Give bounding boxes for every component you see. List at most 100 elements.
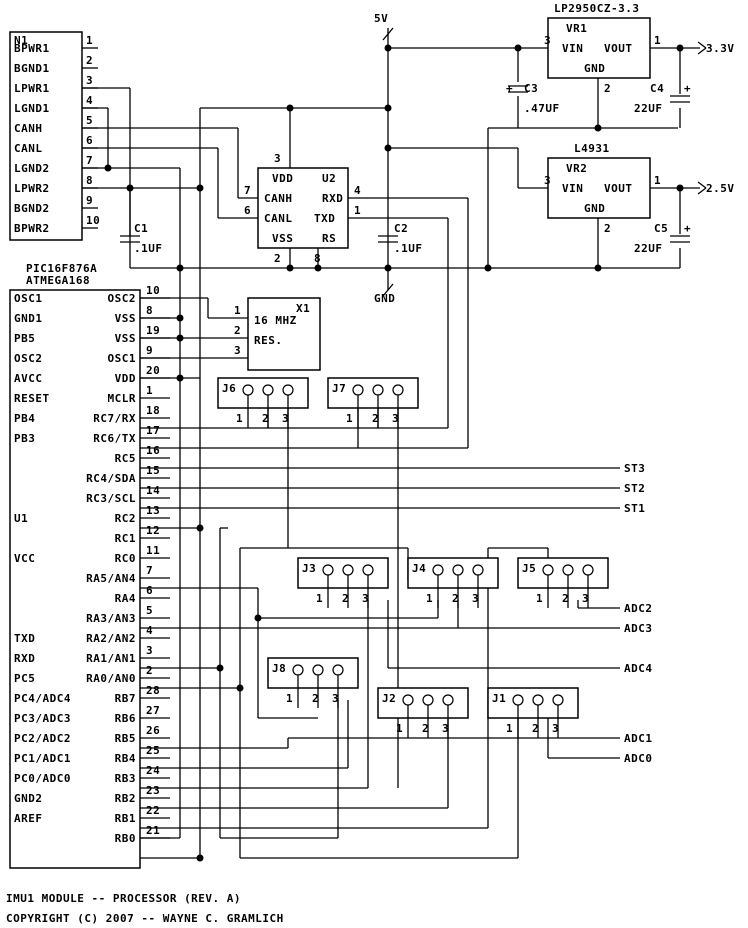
power-33v-label: 3.3V <box>706 42 735 55</box>
jumper-pin-pad <box>452 564 464 576</box>
u1-left-label: GND1 <box>14 312 43 325</box>
c3-ref: C3 <box>524 82 538 95</box>
u1-left-label: PB4 <box>14 412 35 425</box>
jumper-pin-number: 3 <box>332 692 339 705</box>
u1-pin-number: 5 <box>146 604 153 617</box>
n1-label: BGND1 <box>14 62 50 75</box>
jumper-pin-number: 1 <box>426 592 433 605</box>
vr1-pin-out: 1 <box>654 34 661 47</box>
u1-pin-number: 6 <box>146 584 153 597</box>
u1-left-label: PC5 <box>14 672 35 685</box>
u1-right-label: RA1/AN1 <box>86 652 136 665</box>
u2-vss: VSS <box>272 232 293 245</box>
arrow-33v-a <box>697 41 707 49</box>
title-line: IMU1 MODULE -- PROCESSOR (REV. A) <box>6 892 241 905</box>
u1-pin-number: 14 <box>146 484 160 497</box>
n1-pin-number: 3 <box>86 74 93 87</box>
jumper-pin-number: 2 <box>372 412 379 425</box>
jumper-ref: J4 <box>412 562 426 575</box>
u1-right-label: OSC2 <box>108 292 137 305</box>
u2-pin-6: 6 <box>244 204 251 217</box>
n1-pin-number: 1 <box>86 34 93 47</box>
n1-label: LGND2 <box>14 162 50 175</box>
c1-ref: C1 <box>134 222 148 235</box>
jumper-ref: J8 <box>272 662 286 675</box>
capacitor-c5: C5 + 22UF <box>634 222 691 255</box>
u1-left-label: RESET <box>14 392 50 405</box>
vr2-ref: VR2 <box>566 162 587 175</box>
u1-left-label: OSC2 <box>14 352 43 365</box>
u1-right-label: RB2 <box>115 792 136 805</box>
net-adc0: ADC0 <box>624 752 653 765</box>
jumper-pin-number: 1 <box>286 692 293 705</box>
u1-pin-number: 25 <box>146 744 160 757</box>
u1-right-label: VDD <box>115 372 136 385</box>
jumper-ref: J1 <box>492 692 506 705</box>
u1-pin-number: 15 <box>146 464 160 477</box>
regulator-vr1: LP2950CZ-3.3 VR1 VIN VOUT GND 3 1 2 3.3V <box>544 2 735 95</box>
c3-value: .47UF <box>524 102 560 115</box>
jumper-pin-pad <box>322 564 334 576</box>
c5-ref: C5 <box>654 222 668 235</box>
jumper-pin-pad <box>552 694 564 706</box>
junction-5v-a <box>384 44 392 52</box>
jumper-ref: J2 <box>382 692 396 705</box>
arrow-25v-a <box>697 181 707 189</box>
x1-freq: 16 MHZ <box>254 314 297 327</box>
net-st3: ST3 <box>624 462 645 475</box>
u2-txd: TXD <box>314 212 335 225</box>
junction-5v-c <box>384 144 392 152</box>
vr1-gnd: GND <box>584 62 605 75</box>
jumper-pin-number: 3 <box>552 722 559 735</box>
copyright-line: COPYRIGHT (C) 2007 -- WAYNE C. GRAMLICH <box>6 912 284 925</box>
arrow-25v-b <box>697 187 707 195</box>
c2-value: .1UF <box>394 242 423 255</box>
jumper-pin-pad <box>442 694 454 706</box>
n1-label: BGND2 <box>14 202 50 215</box>
u1-right-label: RA5/AN4 <box>86 572 136 585</box>
jumper-pin-pad <box>392 384 404 396</box>
u1-pin-number: 13 <box>146 504 160 517</box>
jumper-pin-pad <box>352 384 364 396</box>
n1-pin-number: 10 <box>86 214 100 227</box>
n1-label: LGND1 <box>14 102 50 115</box>
u1-right-label: RB1 <box>115 812 136 825</box>
u1-left-label: VCC <box>14 552 35 565</box>
jumper-pin-number: 1 <box>346 412 353 425</box>
u1-pin-number: 20 <box>146 364 160 377</box>
junction-5v-b <box>384 104 392 112</box>
u1-body <box>9 289 141 869</box>
n1-pin-number: 6 <box>86 134 93 147</box>
jumper-pin-number: 2 <box>262 412 269 425</box>
vr2-gnd: GND <box>584 202 605 215</box>
u1-part-1: PIC16F876A <box>26 262 97 275</box>
jumper-pin-number: 1 <box>316 592 323 605</box>
u1-pin-number: 9 <box>146 344 153 357</box>
n1-label: LPWR1 <box>14 82 50 95</box>
u1-pin-number: 17 <box>146 424 160 437</box>
u1-pin-number: 22 <box>146 804 160 817</box>
regulator-vr2: L4931 VR2 VIN VOUT GND 3 1 2 2.5V <box>544 142 735 235</box>
u2-rs: RS <box>322 232 336 245</box>
vr1-ref: VR1 <box>566 22 587 35</box>
u1-right-label: MCLR <box>108 392 137 405</box>
vr2-pin-out: 1 <box>654 174 661 187</box>
u1-right-label: RA2/AN2 <box>86 632 136 645</box>
u1-right-label: RC7/RX <box>93 412 136 425</box>
jumper-pin-pad <box>432 564 444 576</box>
net-adc2: ADC2 <box>624 602 653 615</box>
jumper-body <box>377 687 469 719</box>
x1-res: RES. <box>254 334 283 347</box>
power-25v-label: 2.5V <box>706 182 735 195</box>
n1-pin-number: 9 <box>86 194 93 207</box>
net-adc3: ADC3 <box>624 622 653 635</box>
junction-u2-vdd <box>286 104 294 112</box>
u1-left-label: TXD <box>14 632 35 645</box>
u1-right-label: RC3/SCL <box>86 492 136 505</box>
microcontroller-u1: PIC16F876A ATMEGA168 OSC1GND1PB5OSC2AVCC… <box>9 262 170 869</box>
